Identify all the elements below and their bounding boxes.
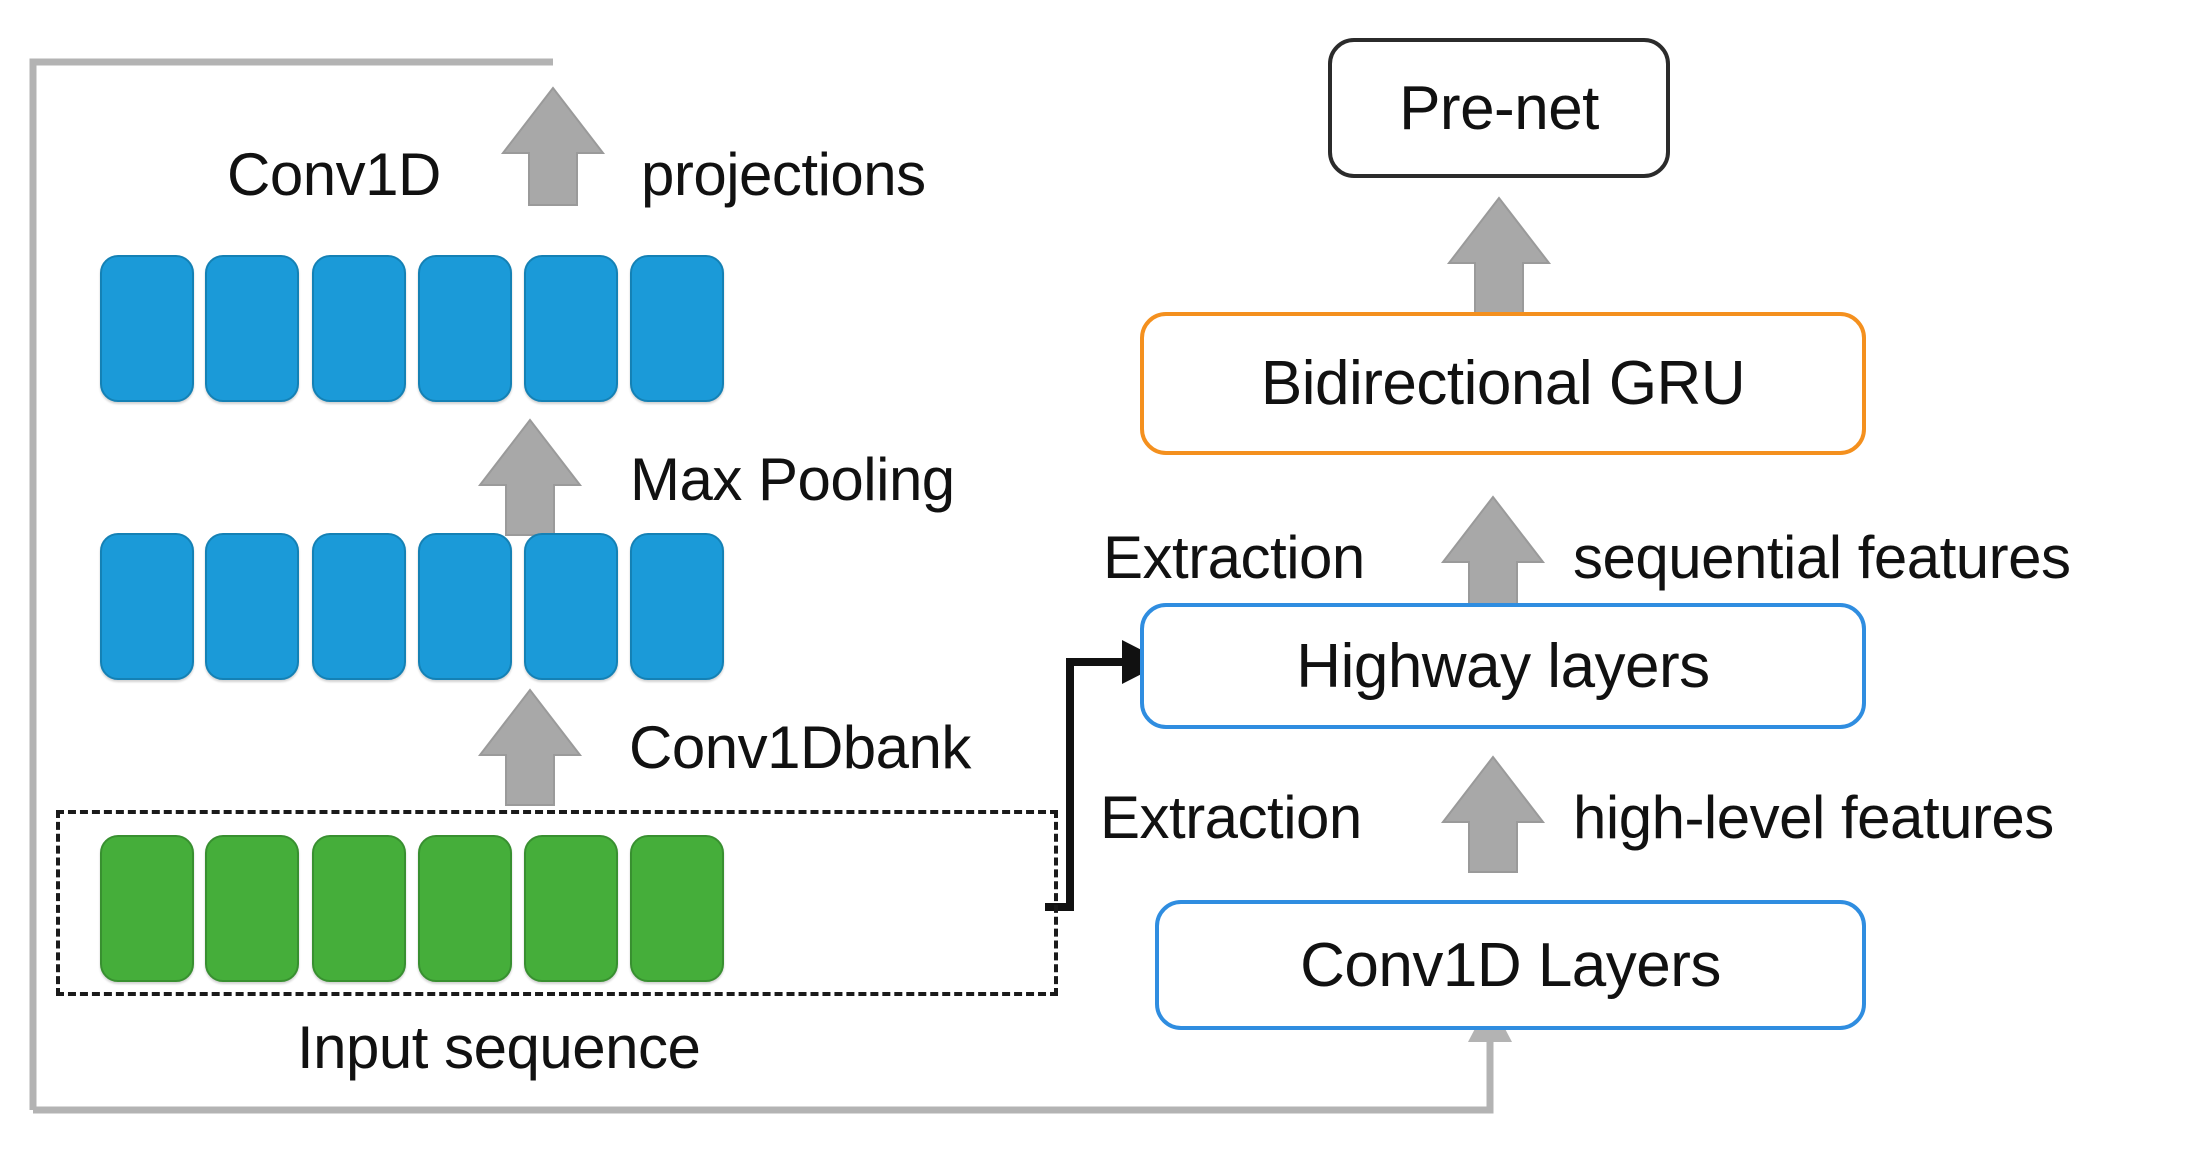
- prenet-arrow-icon: [1446, 196, 1552, 314]
- label-conv1dbank: Conv1Dbank: [629, 714, 971, 781]
- cell-green-3-3: [312, 835, 406, 982]
- highlevel-features-arrow-icon: [1440, 755, 1546, 873]
- cell-blue-2-3: [312, 533, 406, 680]
- conv1d-layers-node[interactable]: Conv1D Layers: [1155, 900, 1866, 1030]
- cell-blue-1-2: [205, 255, 299, 402]
- label-input-sequence: Input sequence: [297, 1014, 701, 1081]
- cell-blue-2-6: [630, 533, 724, 680]
- input-sequence-group-border: [56, 810, 1058, 996]
- max-pooling-arrow-icon: [477, 418, 583, 536]
- cell-blue-2-4: [418, 533, 512, 680]
- label-extraction-sequential-left: Extraction: [1103, 524, 1365, 591]
- cell-green-3-2: [205, 835, 299, 982]
- conv1dbank-arrow-icon: [477, 688, 583, 806]
- cell-blue-2-1: [100, 533, 194, 680]
- pre-net-node[interactable]: Pre-net: [1328, 38, 1670, 178]
- cell-blue-1-1: [100, 255, 194, 402]
- label-conv1d-projections-left: Conv1D: [227, 141, 441, 208]
- cell-blue-1-4: [418, 255, 512, 402]
- cell-blue-2-2: [205, 533, 299, 680]
- conv1d-projections-arrow-icon: [500, 86, 606, 206]
- residual-path-bottom: [33, 1030, 1494, 1114]
- residual-path-top-left: [29, 58, 553, 1110]
- bidirectional-gru-node[interactable]: Bidirectional GRU: [1140, 312, 1866, 455]
- cell-blue-1-6: [630, 255, 724, 402]
- label-max-pooling: Max Pooling: [630, 446, 955, 513]
- label-conv1d-projections-right: projections: [641, 141, 926, 208]
- label-extraction-highlevel-right: high-level features: [1573, 784, 2054, 851]
- highway-layers-node[interactable]: Highway layers: [1140, 603, 1866, 729]
- cell-green-3-6: [630, 835, 724, 982]
- label-extraction-sequential-right: sequential features: [1573, 524, 2071, 591]
- cell-blue-2-5: [524, 533, 618, 680]
- label-extraction-highlevel-left: Extraction: [1100, 784, 1362, 851]
- cell-blue-1-5: [524, 255, 618, 402]
- cell-blue-1-3: [312, 255, 406, 402]
- sequential-features-arrow-icon: [1440, 495, 1546, 613]
- cell-green-3-1: [100, 835, 194, 982]
- cell-green-3-4: [418, 835, 512, 982]
- cell-green-3-5: [524, 835, 618, 982]
